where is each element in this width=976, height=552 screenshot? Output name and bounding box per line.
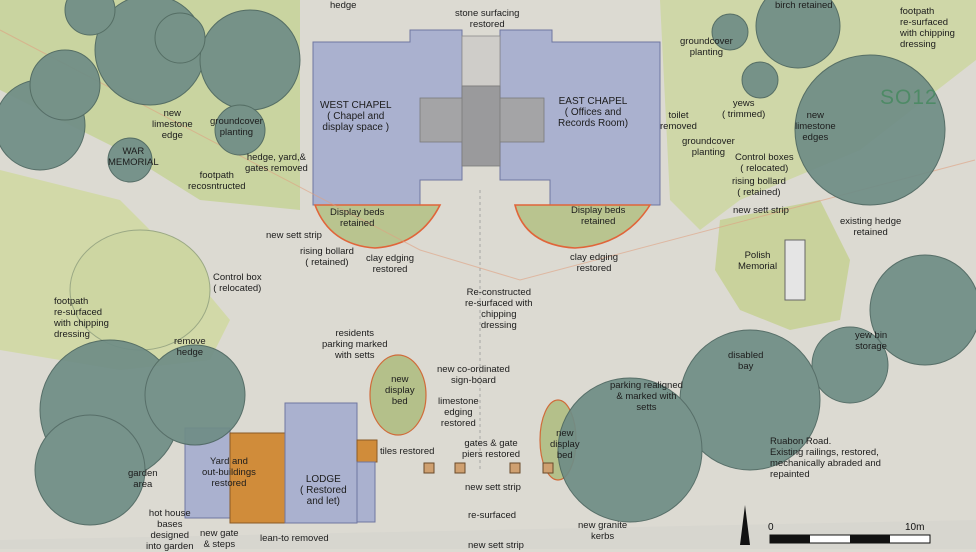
sheet-code: SO12 [880,86,938,109]
east-chapel-building [499,29,661,206]
tree [154,12,206,64]
tree [741,61,779,99]
tree [755,0,841,69]
north-arrow [740,505,750,545]
lodge-outbuildings [229,432,286,524]
label-control-boxes: Control boxes( relocated) [735,152,794,174]
tree [869,254,976,366]
tree [29,49,101,121]
gate-pier-3 [509,462,521,474]
label-hedge-top: hedge [330,0,357,11]
label-yews: yews( trimmed) [722,98,766,120]
scale-start: 0 [768,522,774,533]
gate-pier-2 [454,462,466,474]
ruabon-road [0,520,976,549]
label-rising-bollard-west: rising bollard( retained) [300,246,354,268]
polish-memorial-lawn [715,200,850,330]
label-new-gate-steps: new gate& steps [200,528,239,550]
label-new-sett-strip-east: new sett strip [733,205,789,216]
stone-surfacing-north [461,35,501,87]
tree [199,9,301,111]
label-new-sett-strip-south: new sett strip [465,482,521,493]
lodge-building [284,402,358,524]
gate-pier-4 [542,462,554,474]
tree [214,104,266,156]
label-ruabon-road: Ruabon Road.Existing railings, restored,… [770,436,881,480]
tree [107,137,153,183]
display-bed-east [513,204,652,249]
label-hedge-yard: hedge, yard,&gates removed [245,152,308,174]
label-control-box: Control box( relocated) [213,272,262,294]
display-bed-west [313,204,442,249]
tree [144,344,246,446]
label-re-surfaced: re-surfaced [468,510,517,521]
label-new-sett-strip-south-2: new sett strip [468,540,524,551]
label-rising-bollard-east: rising bollard( retained) [732,176,786,198]
scale-bar [769,534,931,544]
lodge-tiles [356,439,378,463]
gate-pier-1 [423,462,435,474]
tree [794,54,946,206]
chapel-link-center [461,85,501,167]
lodge-east-wing [356,461,376,523]
tree [711,13,749,51]
label-birch: birch retained [775,0,833,11]
trees [0,0,976,526]
label-tiles-restored: tiles restored [380,446,435,457]
tree [34,414,146,526]
new-display-bed-west [369,354,427,436]
boundary-line [0,29,976,281]
scale-end: 10m [905,522,925,533]
polish-memorial-plinth [784,239,806,301]
label-lean-to: lean-to removed [260,533,329,544]
tree [811,326,889,404]
label-new-sett-strip-west: new sett strip [266,230,322,241]
tree [557,377,703,523]
tree [64,0,116,36]
